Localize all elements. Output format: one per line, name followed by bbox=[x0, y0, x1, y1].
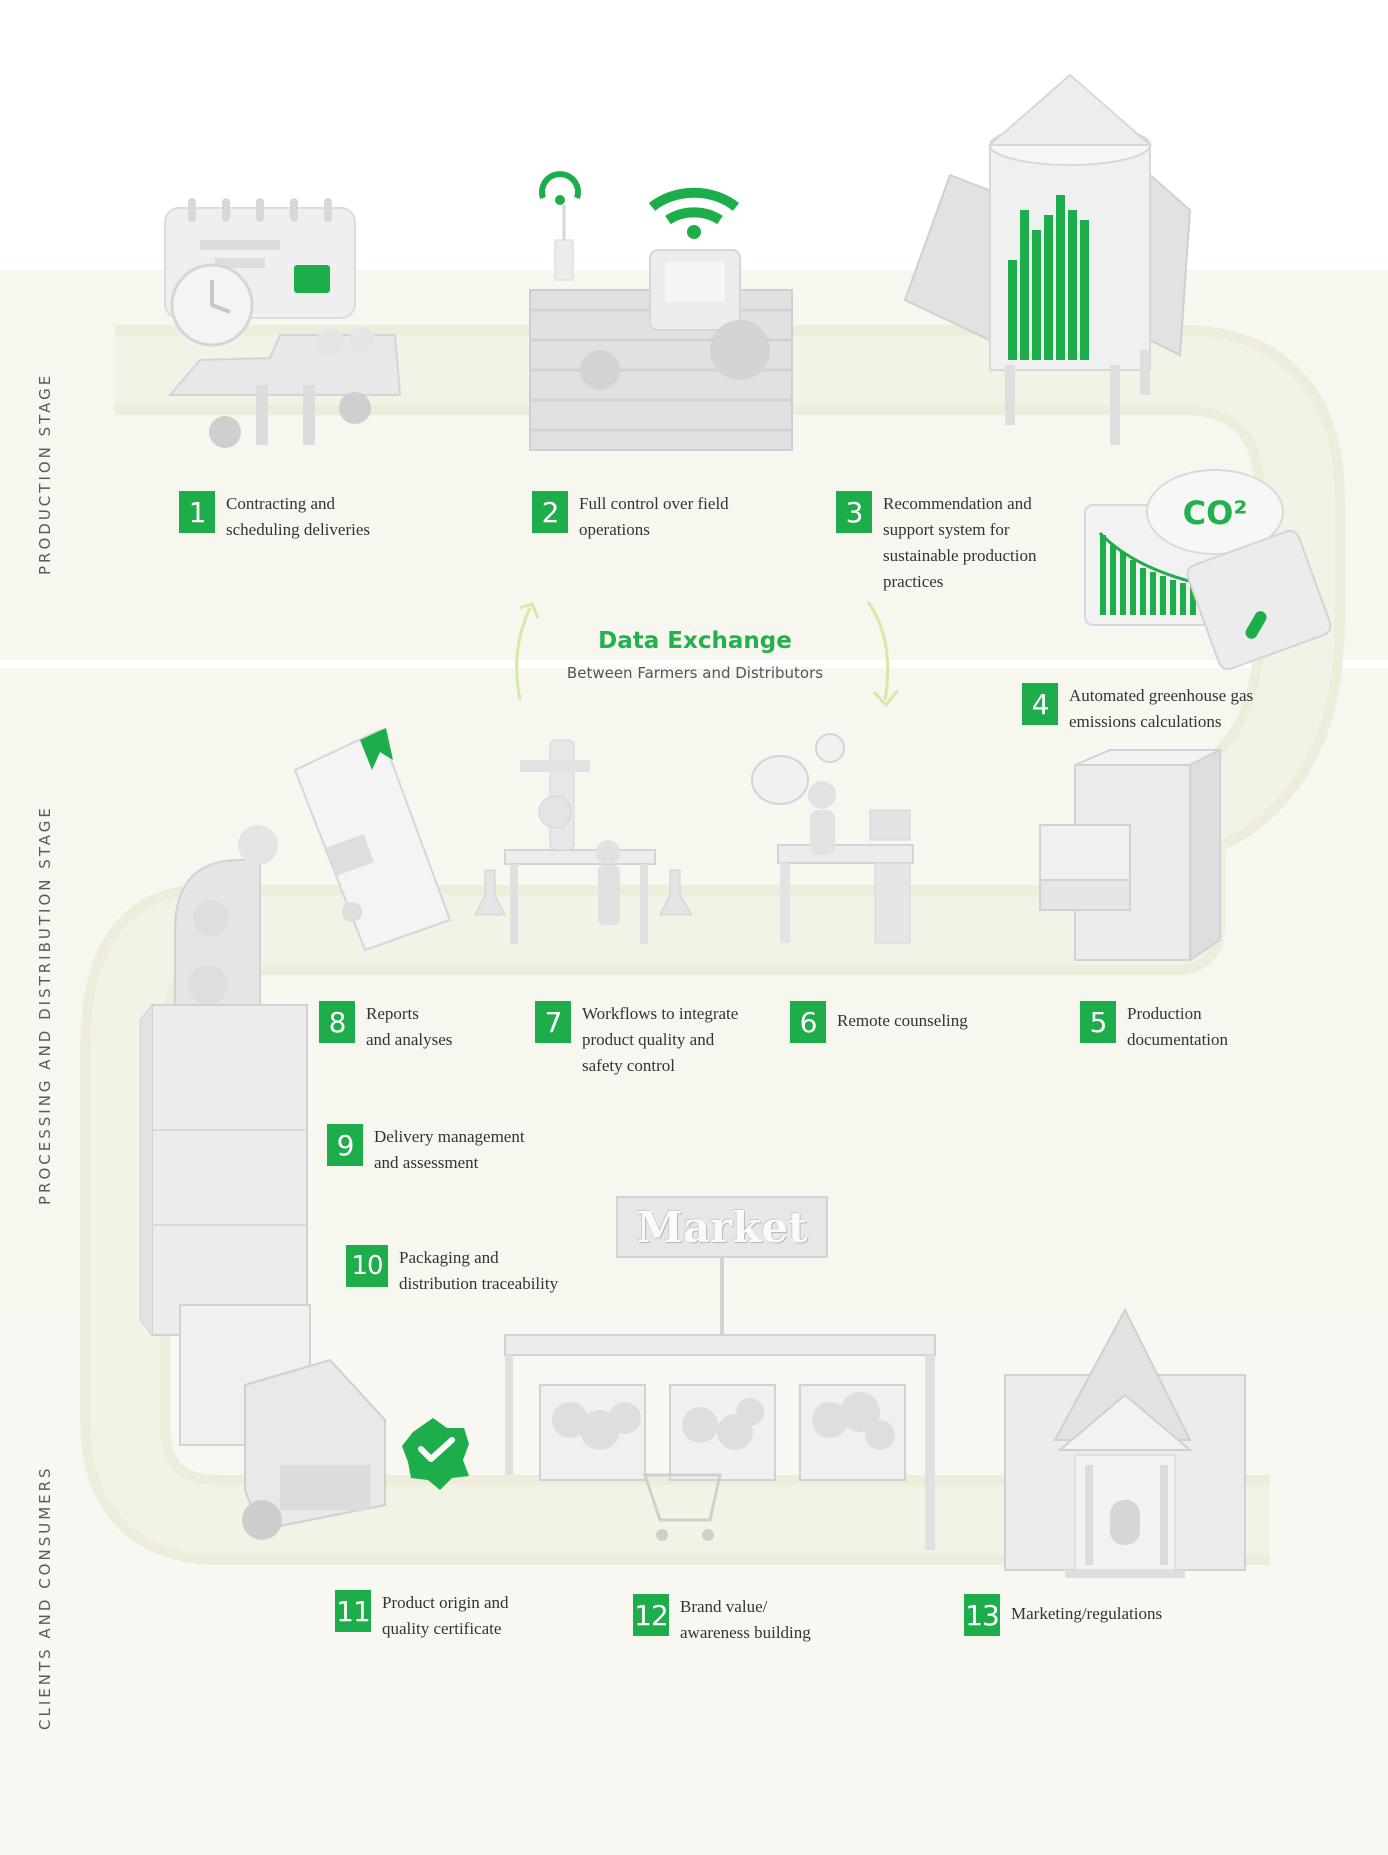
step-label: Full control over field operations bbox=[579, 494, 729, 539]
step-3: 3 Recommendation and support system for … bbox=[836, 491, 1036, 595]
lab-microscope-icon bbox=[474, 739, 693, 944]
step-label: Production documentation bbox=[1127, 1004, 1229, 1049]
step-number: 13 bbox=[964, 1594, 1000, 1636]
step-4: 4 Automated greenhouse gas emissions cal… bbox=[1022, 683, 1253, 735]
arrow-up bbox=[515, 607, 532, 701]
checkmark-badge-icon bbox=[402, 1418, 469, 1490]
step-label: Packaging and distribution traceability bbox=[399, 1248, 559, 1293]
step-label: Contracting and scheduling deliveries bbox=[226, 494, 370, 539]
step-2: 2 Full control over field operations bbox=[532, 491, 729, 543]
step-12: 12 Brand value/ awareness building bbox=[633, 1594, 811, 1646]
report-document-icon bbox=[293, 728, 452, 952]
government-building-icon bbox=[1004, 1307, 1246, 1578]
step-number: 10 bbox=[346, 1245, 388, 1287]
step-number: 1 bbox=[179, 491, 215, 533]
step-number: 5 bbox=[1080, 1001, 1116, 1043]
wifi-icon bbox=[648, 187, 740, 239]
stage-label-processing: PROCESSING AND DISTRIBUTION STAGE bbox=[36, 805, 54, 1205]
step-8: 8 Reports and analyses bbox=[319, 1001, 452, 1053]
step-number: 7 bbox=[535, 1001, 571, 1043]
step-number: 11 bbox=[335, 1590, 371, 1632]
step-label: Recommendation and support system for su… bbox=[883, 494, 1037, 591]
step-number: 3 bbox=[836, 491, 872, 533]
market-sign: Market bbox=[616, 1196, 828, 1258]
step-label: Automated greenhouse gas emissions calcu… bbox=[1069, 686, 1254, 731]
silo-chart-icon bbox=[903, 73, 1192, 445]
step-label: Remote counseling bbox=[837, 1011, 968, 1030]
stage-label-production: PRODUCTION STAGE bbox=[36, 372, 54, 575]
step-label: Marketing/regulations bbox=[1011, 1604, 1163, 1623]
step-9: 9 Delivery management and assessment bbox=[327, 1124, 525, 1176]
step-number: 8 bbox=[319, 1001, 355, 1043]
market-stall-icon bbox=[504, 1258, 936, 1550]
step-10: 10 Packaging and distribution traceabili… bbox=[346, 1245, 558, 1297]
pickup-truck-icon bbox=[167, 327, 402, 448]
co2-chart-icon bbox=[1084, 469, 1332, 671]
calendar-icon bbox=[164, 198, 356, 347]
step-label: Product origin and quality certificate bbox=[382, 1593, 509, 1638]
data-exchange-title: Data Exchange bbox=[598, 628, 792, 654]
truck-icon bbox=[139, 1004, 386, 1540]
field-tractor-icon bbox=[529, 205, 793, 451]
filing-cabinet-icon bbox=[1039, 748, 1221, 962]
arrow-down bbox=[866, 601, 890, 701]
stage-label-clients: CLIENTS AND CONSUMERS bbox=[36, 1465, 54, 1730]
step-number: 4 bbox=[1022, 683, 1058, 725]
co2-label: CO² bbox=[1182, 494, 1248, 532]
step-label: Delivery management and assessment bbox=[374, 1127, 525, 1172]
step-number: 12 bbox=[633, 1594, 669, 1636]
data-exchange-subtitle: Between Farmers and Distributors bbox=[566, 664, 824, 682]
step-number: 9 bbox=[327, 1124, 363, 1166]
step-6: 6 Remote counseling bbox=[790, 1001, 968, 1043]
step-13: 13 Marketing/regulations bbox=[964, 1594, 1162, 1636]
step-label: Brand value/ awareness building bbox=[680, 1597, 811, 1642]
conveyor-icon bbox=[174, 825, 278, 1011]
step-7: 7 Workflows to integrate product quality… bbox=[535, 1001, 738, 1079]
signal-icon bbox=[539, 171, 581, 205]
step-label: Reports and analyses bbox=[366, 1004, 453, 1049]
remote-desk-icon bbox=[751, 733, 914, 944]
step-1: 1 Contracting and scheduling deliveries bbox=[179, 491, 370, 543]
step-5: 5 Production documentation bbox=[1080, 1001, 1228, 1053]
step-11: 11 Product origin and quality certificat… bbox=[335, 1590, 509, 1642]
step-number: 6 bbox=[790, 1001, 826, 1043]
step-number: 2 bbox=[532, 491, 568, 533]
step-label: Workflows to integrate product quality a… bbox=[582, 1004, 739, 1075]
